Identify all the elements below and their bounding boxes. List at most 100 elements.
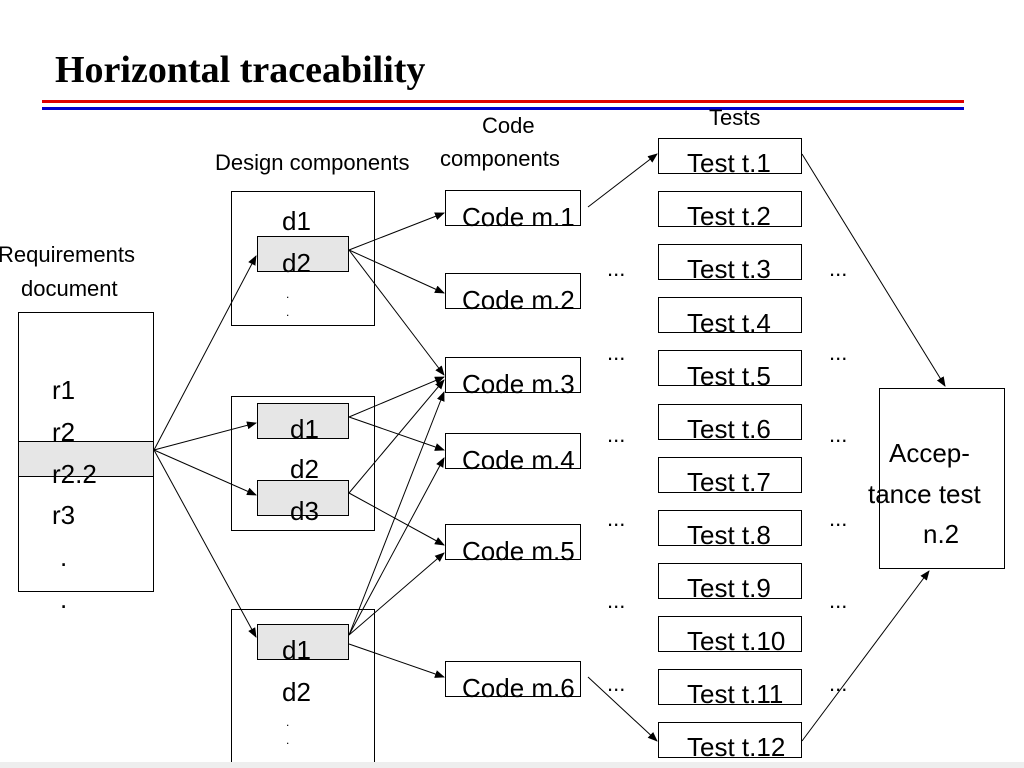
ellipsis-right: ... [829, 506, 848, 531]
arrow-d3-to-m5 [348, 492, 445, 546]
code-box-2 [445, 273, 581, 309]
arrow-req-to-design-1 [153, 255, 257, 451]
requirement-r2-2: r2.2 [52, 459, 97, 489]
arrow-d1-to-m3 [348, 376, 445, 418]
design-2-d3-highlight [257, 480, 349, 516]
arrow-d2-to-m1 [348, 212, 445, 251]
acceptance-label-line3: n.2 [923, 519, 960, 549]
code-label-m4: Code m.4 [462, 445, 575, 475]
test-label-t1: Test t.1 [687, 148, 771, 178]
ellipsis-right: ... [829, 340, 848, 365]
arrow-d1-to-m3-b [348, 391, 445, 636]
code-box-4 [445, 433, 581, 469]
arrow-d1-to-m5-b [348, 552, 445, 636]
design-3-ellipsis-dot: . [286, 715, 290, 729]
ellipsis-right: ... [829, 422, 848, 447]
acceptance-label-line2: tance test [868, 479, 981, 509]
test-box-3 [658, 244, 802, 280]
slide-title: Horizontal traceability [55, 49, 426, 91]
ellipsis-left: ... [607, 588, 626, 613]
requirement-r3: r3 [52, 500, 76, 530]
arrow-m1-to-t1 [587, 153, 658, 208]
design-1-d2: d2 [282, 248, 311, 278]
requirement-highlight [18, 441, 154, 477]
test-label-t5: Test t.5 [687, 361, 771, 391]
requirement-r1: r1 [52, 375, 76, 405]
design-1-d2-highlight [257, 236, 349, 272]
test-box-1 [658, 138, 802, 174]
arrow-req-to-design-3 [153, 449, 257, 638]
design-1-ellipsis-dot: . [286, 305, 290, 319]
acceptance-label-line1: Accep- [889, 438, 970, 468]
design-3-d2: d2 [282, 677, 311, 707]
test-label-t3: Test t.3 [687, 254, 771, 284]
slide-footer-band [0, 762, 1024, 768]
title-rule-red [42, 100, 964, 103]
design-2-d2: d2 [290, 454, 319, 484]
code-box-5 [445, 524, 581, 560]
test-box-5 [658, 350, 802, 386]
test-box-12 [658, 722, 802, 758]
ellipsis-right: ... [829, 588, 848, 613]
ellipsis-left: ... [607, 506, 626, 531]
code-box-6 [445, 661, 581, 697]
test-label-t12: Test t.12 [687, 732, 786, 762]
design-2-d3: d3 [290, 496, 319, 526]
ellipsis-left: ... [607, 340, 626, 365]
design-2-d1: d1 [290, 414, 319, 444]
test-label-t9: Test t.9 [687, 573, 771, 603]
requirements-label-line2: document [21, 276, 118, 301]
code-label-m2: Code m.2 [462, 285, 575, 315]
title-rule-blue [42, 107, 964, 110]
arrow-d1-to-m4-b [348, 457, 445, 636]
code-label-m5: Code m.5 [462, 536, 575, 566]
arrow-t1-to-acceptance [801, 153, 946, 387]
test-label-t6: Test t.6 [687, 414, 771, 444]
arrow-d1-to-m6 [348, 643, 445, 678]
test-box-2 [658, 191, 802, 227]
arrow-t12-to-acceptance [801, 570, 930, 742]
test-label-t10: Test t.10 [687, 626, 786, 656]
test-label-t2: Test t.2 [687, 201, 771, 231]
ellipsis-right: ... [829, 256, 848, 281]
tests-label: Tests [709, 105, 761, 130]
requirement-ellipsis-dot: . [60, 584, 68, 614]
design-label: Design components [215, 150, 410, 175]
test-box-11 [658, 669, 802, 705]
code-box-3 [445, 357, 581, 393]
ellipsis-left: ... [607, 422, 626, 447]
code-label-line2: components [440, 146, 560, 171]
requirements-label-line1: Requirements [0, 242, 135, 267]
design-3-d1: d1 [282, 635, 311, 665]
test-box-7 [658, 457, 802, 493]
test-box-10 [658, 616, 802, 652]
code-label-m1: Code m.1 [462, 202, 575, 232]
design-1-ellipsis-dot: . [286, 287, 290, 301]
arrow-d2-to-m3 [348, 249, 445, 376]
design-3-d1-highlight [257, 624, 349, 660]
test-label-t11: Test t.11 [687, 679, 784, 709]
requirement-ellipsis-dot: . [60, 542, 68, 572]
requirement-r2: r2 [52, 417, 76, 447]
acceptance-test-box [879, 388, 1005, 569]
test-label-t7: Test t.7 [687, 467, 771, 497]
test-label-t4: Test t.4 [687, 308, 771, 338]
arrow-d2-to-m2 [348, 249, 445, 294]
design-1-d1: d1 [282, 206, 311, 236]
design-3-ellipsis-dot: . [286, 733, 290, 747]
arrow-d1-to-m4 [348, 416, 445, 451]
test-box-8 [658, 510, 802, 546]
design-2-d1-highlight [257, 403, 349, 439]
code-label-line1: Code [482, 113, 535, 138]
ellipsis-right: ... [829, 671, 848, 696]
code-label-m3: Code m.3 [462, 369, 575, 399]
ellipsis-left: ... [607, 671, 626, 696]
arrow-req-to-design-2-d1 [153, 421, 257, 451]
ellipsis-left: ... [607, 256, 626, 281]
test-label-t8: Test t.8 [687, 520, 771, 550]
test-box-6 [658, 404, 802, 440]
arrow-d3-to-m3 [348, 379, 445, 494]
arrow-req-to-design-2-d3 [153, 449, 257, 496]
code-label-m6: Code m.6 [462, 673, 575, 703]
